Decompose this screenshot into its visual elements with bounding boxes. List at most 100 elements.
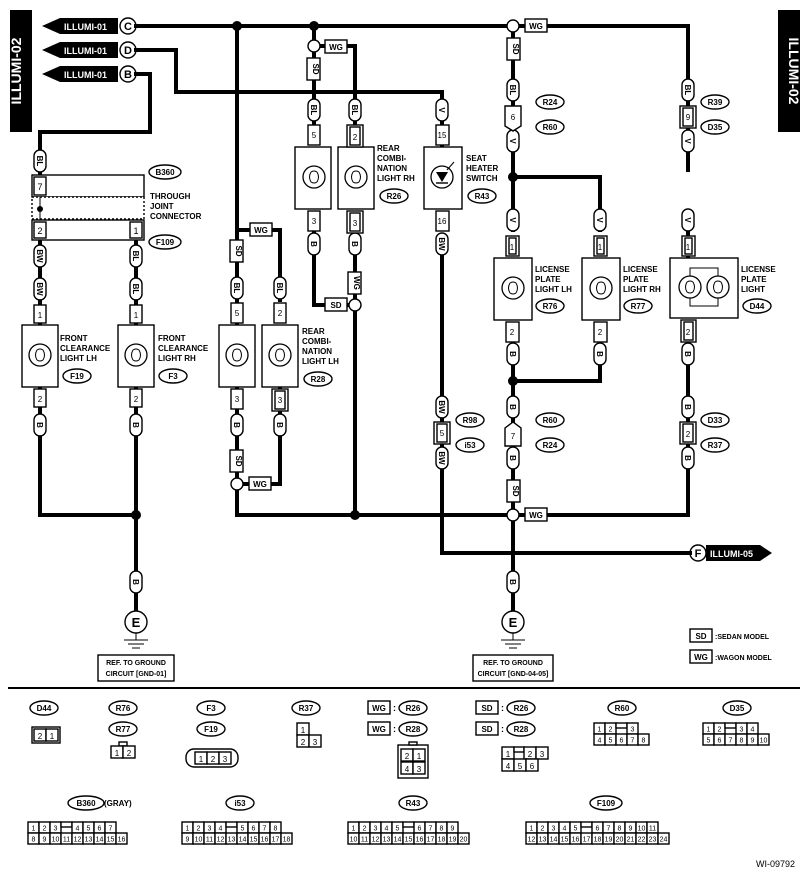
svg-text:9: 9 bbox=[451, 826, 455, 833]
svg-text:10: 10 bbox=[638, 826, 646, 833]
svg-text:5: 5 bbox=[87, 826, 91, 833]
svg-text:B360: B360 bbox=[76, 799, 96, 808]
svg-text:R24: R24 bbox=[543, 441, 558, 450]
svg-text:SD: SD bbox=[311, 63, 320, 74]
svg-text:17: 17 bbox=[427, 837, 435, 844]
svg-text:4: 4 bbox=[598, 738, 602, 745]
inline-connector-d33-r37: 2 D33 R37 bbox=[679, 412, 730, 453]
svg-text:COMBI-: COMBI- bbox=[302, 337, 332, 346]
svg-text:SD: SD bbox=[234, 455, 243, 466]
svg-text:5: 5 bbox=[440, 429, 445, 438]
svg-text:2: 2 bbox=[718, 727, 722, 734]
svg-text:16: 16 bbox=[416, 837, 424, 844]
ground-right: E REF. TO GROUND CIRCUIT [GND-04-05] bbox=[472, 610, 554, 682]
svg-text:R98: R98 bbox=[463, 416, 478, 425]
wire-color-label: BL bbox=[348, 98, 362, 122]
svg-text:1: 1 bbox=[199, 755, 204, 764]
wire-color-label: BL bbox=[506, 78, 520, 102]
svg-text:5: 5 bbox=[518, 762, 523, 771]
svg-text:3: 3 bbox=[353, 219, 358, 228]
svg-text:LICENSE: LICENSE bbox=[623, 265, 658, 274]
svg-text:6: 6 bbox=[418, 826, 422, 833]
wire-color-label: B bbox=[307, 232, 321, 256]
svg-text:B: B bbox=[683, 351, 692, 357]
svg-text:4: 4 bbox=[219, 826, 223, 833]
svg-text:2: 2 bbox=[541, 826, 545, 833]
svg-text:F3: F3 bbox=[206, 704, 216, 713]
svg-text:V: V bbox=[437, 107, 446, 113]
svg-text:SEAT: SEAT bbox=[466, 154, 487, 163]
svg-text:R37: R37 bbox=[708, 441, 723, 450]
svg-text:V: V bbox=[595, 217, 604, 223]
svg-text:3: 3 bbox=[540, 750, 545, 759]
svg-text:COMBI-: COMBI- bbox=[377, 154, 407, 163]
harness-d: ILLUMI-01 D bbox=[42, 41, 137, 59]
svg-text:F19: F19 bbox=[70, 372, 84, 381]
svg-text:3: 3 bbox=[740, 727, 744, 734]
inline-connector-r60-r24: 7 R60 R24 bbox=[504, 412, 565, 453]
svg-text:CONNECTOR: CONNECTOR bbox=[150, 212, 202, 221]
svg-text:2: 2 bbox=[686, 430, 691, 439]
svg-text:6: 6 bbox=[530, 762, 535, 771]
inline-connector-r24-r60: 6 R24 R60 bbox=[504, 94, 565, 135]
wire-color-label: B bbox=[348, 232, 362, 256]
svg-text:SD: SD bbox=[511, 485, 520, 496]
svg-text:B: B bbox=[508, 579, 517, 585]
wire-color-label: B bbox=[506, 446, 520, 470]
front-clearance-light-rh: 1 2 FRONT CLEARANCE LIGHT RH F3 bbox=[117, 304, 209, 408]
svg-text:2: 2 bbox=[353, 133, 358, 142]
pinout-sd-r26-r28: SD : R26 SD : R28 1 2 3 4 5 6 bbox=[475, 700, 549, 772]
svg-text:B: B bbox=[275, 422, 284, 428]
svg-text:F19: F19 bbox=[204, 725, 218, 734]
svg-text:7: 7 bbox=[511, 432, 516, 441]
svg-text:16: 16 bbox=[118, 837, 126, 844]
svg-text:LICENSE: LICENSE bbox=[535, 265, 570, 274]
svg-text:5: 5 bbox=[312, 131, 317, 140]
svg-text:BW: BW bbox=[35, 282, 44, 296]
inline-connector-r39-d35: 9 R39 D35 bbox=[679, 94, 730, 135]
svg-text:14: 14 bbox=[394, 837, 402, 844]
svg-text:7: 7 bbox=[429, 826, 433, 833]
wire-color-label: V bbox=[506, 129, 520, 153]
svg-text:9: 9 bbox=[629, 826, 633, 833]
svg-text:16: 16 bbox=[438, 217, 447, 226]
svg-text:R28: R28 bbox=[406, 725, 421, 734]
svg-text:LIGHT LH: LIGHT LH bbox=[302, 357, 339, 366]
svg-text:11: 11 bbox=[63, 837, 70, 844]
svg-text:2: 2 bbox=[405, 752, 410, 761]
wire-color-label: B bbox=[129, 413, 143, 437]
svg-text:HEATER: HEATER bbox=[466, 164, 499, 173]
svg-text:11: 11 bbox=[361, 837, 368, 844]
svg-text:1: 1 bbox=[50, 732, 55, 741]
svg-text:BL: BL bbox=[131, 284, 140, 295]
wire-color-label: BW bbox=[33, 277, 47, 301]
svg-text:6: 6 bbox=[596, 826, 600, 833]
wire-color-label: BL bbox=[307, 98, 321, 122]
svg-text:BW: BW bbox=[437, 237, 446, 251]
svg-text:3: 3 bbox=[631, 727, 635, 734]
wire-color-label: V bbox=[681, 208, 695, 232]
svg-text:LIGHT RH: LIGHT RH bbox=[158, 354, 196, 363]
wire-color-label: BL bbox=[33, 149, 47, 173]
svg-text:12: 12 bbox=[372, 837, 380, 844]
wire-color-label: B bbox=[681, 395, 695, 419]
model-legend: SD :SEDAN MODEL WG :WAGON MODEL bbox=[689, 628, 772, 664]
svg-text:2: 2 bbox=[301, 738, 306, 747]
svg-text:R43: R43 bbox=[475, 192, 490, 201]
svg-text:E: E bbox=[132, 615, 141, 630]
svg-text:5: 5 bbox=[574, 826, 578, 833]
svg-text:BL: BL bbox=[350, 105, 359, 116]
seat-heater-switch: 15 16 SEAT HEATER SWITCH R43 bbox=[423, 124, 499, 232]
svg-text:20: 20 bbox=[460, 837, 468, 844]
svg-text:THROUGH: THROUGH bbox=[150, 192, 191, 201]
svg-text:B: B bbox=[683, 455, 692, 461]
svg-text:13: 13 bbox=[383, 837, 391, 844]
svg-text:PLATE: PLATE bbox=[623, 275, 649, 284]
svg-text:1: 1 bbox=[134, 311, 139, 320]
side-tag-left: ILLUMI-02 bbox=[8, 10, 32, 132]
svg-text:BL: BL bbox=[309, 105, 318, 116]
svg-text:ILLUMI-02: ILLUMI-02 bbox=[8, 37, 24, 104]
model-tags: WG WG WG SD WG WG SD SD SD WG SD SD bbox=[229, 18, 548, 522]
